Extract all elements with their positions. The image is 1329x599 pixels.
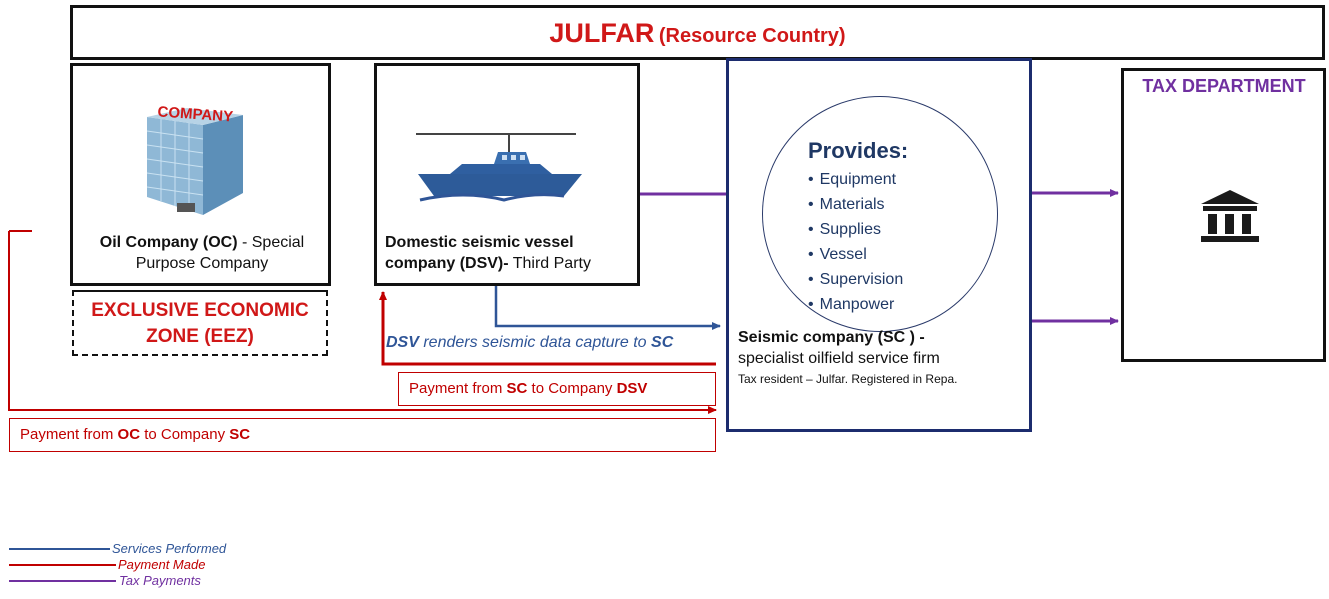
seismic-company-description: specialist oilfield service firm xyxy=(738,350,940,367)
resource-country-banner: JULFAR (Resource Country) xyxy=(70,5,1325,60)
payment-line-oc-sc xyxy=(8,230,716,410)
company-sign: COMPANY xyxy=(157,105,234,126)
oil-company-title: Oil Company (OC) xyxy=(99,234,238,251)
oil-company-label: Oil Company (OC) - Special Purpose Compa… xyxy=(78,232,326,274)
tax-department-title: TAX DEPARTMENT xyxy=(1142,76,1306,96)
dsv-services-note: DSV renders seismic data capture to SC xyxy=(386,334,674,351)
seismic-company-label: Seismic company (SC ) - specialist oilfi… xyxy=(738,327,1028,390)
dsv-company-box xyxy=(374,63,640,286)
provides-item: Equipment xyxy=(808,167,903,192)
company-building-icon: COMPANY xyxy=(146,105,243,215)
tax-department-box xyxy=(1121,68,1326,362)
country-name: JULFAR xyxy=(549,18,655,48)
provides-item: Manpower xyxy=(808,292,903,317)
legend-services-performed: Services Performed xyxy=(112,541,227,556)
government-building-icon xyxy=(1201,190,1259,242)
payment-oc-to-sc-label: Payment from OC to Company SC xyxy=(9,418,716,452)
eez-line-2: ZONE (EEZ) xyxy=(146,326,254,347)
payment-line-sc-dsv xyxy=(379,291,716,366)
seismic-vessel-icon xyxy=(416,133,582,202)
country-subtitle: (Resource Country) xyxy=(658,25,846,47)
dsv-company-label: Domestic seismic vessel company (DSV)- T… xyxy=(385,232,635,274)
provides-title: Provides: xyxy=(808,138,909,163)
legend-payment-made: Payment Made xyxy=(118,557,206,572)
oil-company-description: - Special Purpose Company xyxy=(135,234,305,272)
services-line-dsv-sc xyxy=(494,286,721,330)
eez-box: EXCLUSIVE ECONOMIC ZONE (EEZ) xyxy=(72,290,328,356)
seismic-company-tax-residence: Tax resident – Julfar. Registered in Rep… xyxy=(738,372,958,386)
dsv-company-title: Domestic seismic vessel company (DSV)- xyxy=(385,234,574,272)
provides-item: Supplies xyxy=(808,217,903,242)
legend-tax-payments: Tax Payments xyxy=(119,573,201,588)
provides-list: Equipment Materials Supplies Vessel Supe… xyxy=(808,167,904,317)
provides-circle xyxy=(762,96,998,332)
provides-item: Vessel xyxy=(808,242,903,267)
provides-item: Supervision xyxy=(808,267,904,292)
provides-item: Materials xyxy=(808,192,903,217)
seismic-company-title: Seismic company (SC ) - xyxy=(738,329,925,346)
dsv-company-role: Third Party xyxy=(508,255,591,272)
payment-sc-to-dsv-label: Payment from SC to Company DSV xyxy=(398,372,716,406)
eez-line-1: EXCLUSIVE ECONOMIC xyxy=(91,300,309,321)
